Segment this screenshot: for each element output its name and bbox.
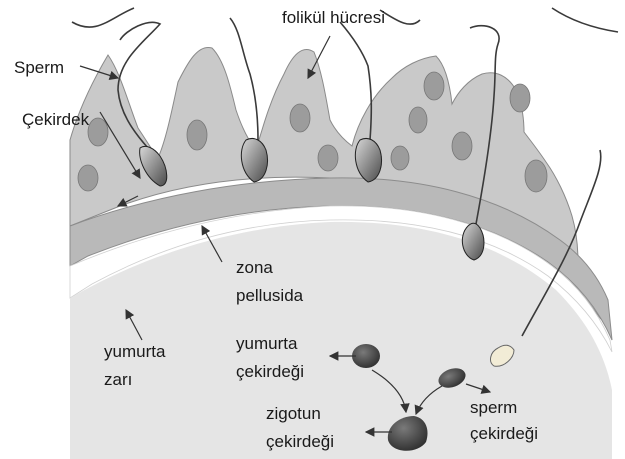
- label-sperm-nucleus-1: sperm: [470, 398, 518, 417]
- sperm-nucleus: [438, 368, 466, 388]
- pointer-lines: [79, 35, 492, 437]
- label-egg-membrane-2: zarı: [104, 370, 133, 389]
- sperm-heads: [139, 137, 515, 367]
- sperm-tails: [71, 7, 619, 337]
- label-zona-pellucida-2: pellusida: [236, 286, 304, 305]
- label-egg-membrane-1: yumurta: [104, 342, 166, 361]
- label-nucleus: Çekirdek: [22, 110, 90, 129]
- zygote-nucleus: [387, 416, 428, 451]
- label-zona-pellucida-1: zona: [236, 258, 273, 277]
- label-sperm-nucleus-2: çekirdeği: [470, 424, 539, 443]
- follicle-nuclei: [77, 71, 548, 193]
- label-zygote-nucleus-1: zigotun: [266, 404, 321, 423]
- egg-cytoplasm: [70, 221, 612, 459]
- egg-membrane: [69, 205, 613, 353]
- label-sperm: Sperm: [14, 58, 65, 77]
- label-zygote-nucleus-2: çekirdeği: [266, 432, 335, 451]
- label-egg-nucleus-1: yumurta: [236, 334, 298, 353]
- label-egg-nucleus-2: çekirdeği: [236, 362, 305, 381]
- egg-nucleus: [352, 344, 380, 368]
- label-follicle-cell: folikül hücresi: [282, 8, 385, 27]
